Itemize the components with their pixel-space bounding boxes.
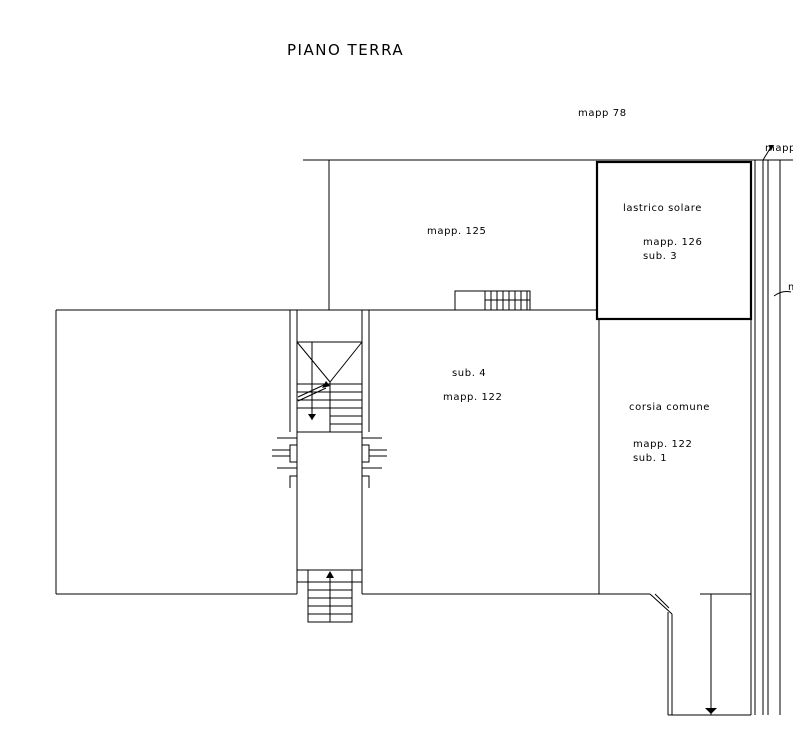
room-sub-4: sub. 4 mapp. 122 (55, 309, 600, 595)
room-mapp-125: mapp. 125 (303, 159, 793, 310)
room-corsia-comune: corsia comune mapp. 122 sub. 1 (600, 319, 752, 716)
label-sub-3: sub. 3 (643, 251, 677, 262)
label-cut-right: m (788, 282, 793, 293)
label-mapp-126: mapp. 126 (643, 237, 702, 248)
label-sub-1: sub. 1 (633, 453, 667, 464)
openings (272, 437, 387, 488)
label-mapp-78: mapp 78 (578, 108, 627, 119)
label-mapp-cut-top: mapp (765, 143, 793, 154)
label-lastrico-solare: lastrico solare (623, 203, 702, 214)
label-mapp-122-b: mapp. 122 (633, 439, 692, 450)
label-sub-4: sub. 4 (452, 368, 486, 379)
stairwell (289, 310, 370, 594)
room-lastrico-solare: lastrico solare mapp. 126 sub. 3 (595, 160, 753, 321)
small-steps (454, 290, 531, 311)
label-mapp-125: mapp. 125 (427, 226, 486, 237)
plan-title: PIANO TERRA (287, 41, 404, 59)
right-boundary (754, 145, 792, 715)
label-corsia-comune: corsia comune (629, 402, 710, 413)
entrance-steps (297, 569, 362, 623)
label-mapp-122-a: mapp. 122 (443, 392, 502, 403)
